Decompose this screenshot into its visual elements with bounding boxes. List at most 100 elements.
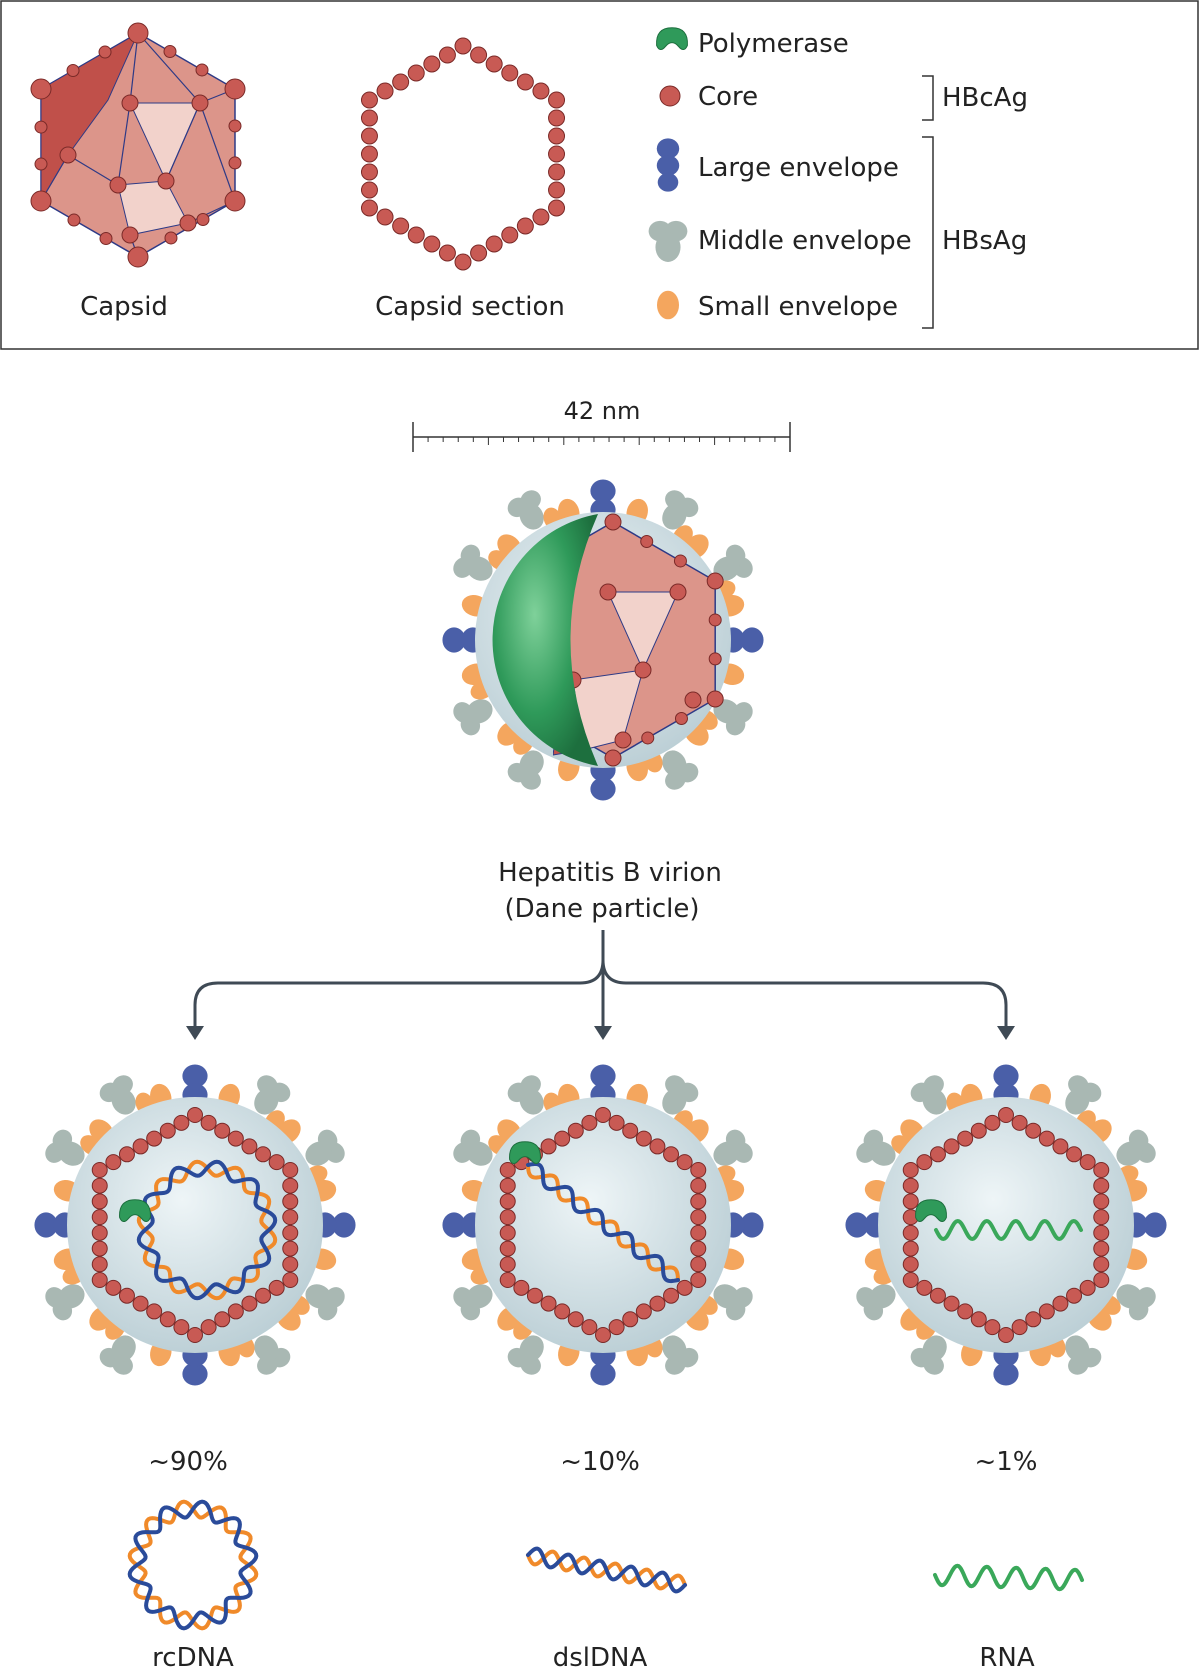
middle-envelope-protein — [254, 1335, 291, 1375]
middle-envelope-protein — [453, 1284, 493, 1321]
core-protein-bead — [902, 1193, 919, 1210]
middle-envelope-protein — [1116, 1284, 1156, 1321]
core-protein-bead — [132, 1138, 149, 1155]
middle-envelope-protein — [713, 1284, 753, 1321]
middle-envelope-protein — [1116, 1129, 1156, 1166]
genome-dsldna — [526, 1546, 687, 1594]
capsid-vertex-bead — [706, 572, 724, 590]
legend-label-large-envelope: Large envelope — [698, 153, 899, 183]
particle-rcdna — [34, 1064, 356, 1386]
core-protein-bead — [91, 1162, 108, 1178]
genome-label-rcdna: rcDNA — [152, 1643, 234, 1673]
core-protein-bead — [360, 109, 378, 127]
capsid-edge-bead — [674, 711, 688, 725]
core-protein-bead — [268, 1279, 285, 1296]
core-protein-bead — [622, 1311, 639, 1328]
core-protein-bead — [548, 145, 566, 163]
middle-envelope-protein — [856, 1284, 896, 1321]
core-protein-bead — [929, 1146, 946, 1163]
core-protein-bead — [454, 253, 472, 271]
core-protein-bead — [91, 1193, 108, 1210]
capsid-edge-bead — [98, 45, 112, 59]
core-protein-bead — [282, 1256, 299, 1273]
capsid-edge-bead — [640, 534, 654, 548]
core-protein-bead — [423, 235, 441, 253]
capsid-edge-bead — [34, 120, 48, 134]
core-protein-bead — [608, 1114, 625, 1131]
capsid-section-ring — [360, 37, 566, 271]
capsid-edge-bead — [34, 157, 48, 171]
dane-particle-illustration — [442, 479, 764, 801]
small-envelope-icon — [657, 290, 679, 320]
capsid-illustration — [30, 22, 246, 268]
capsid-vertex-bead — [127, 246, 149, 268]
core-protein-bead — [91, 1177, 108, 1194]
core-protein-bead — [1093, 1224, 1110, 1241]
core-protein-bead — [438, 46, 456, 64]
core-protein-bead — [548, 181, 566, 199]
core-protein-bead — [635, 1130, 652, 1147]
core-protein-bead — [1066, 1146, 1083, 1163]
core-protein-bead — [91, 1240, 108, 1257]
core-protein-bead — [513, 1279, 530, 1296]
core-protein-bead — [548, 109, 566, 127]
genome-rcdna — [127, 1499, 259, 1631]
capsid-vertex-bead — [179, 214, 197, 232]
percent-rna: ~1% — [974, 1447, 1037, 1477]
capsid-vertex-bead — [30, 78, 52, 100]
core-protein-bead — [554, 1130, 571, 1147]
core-protein-bead — [970, 1122, 987, 1139]
capsid-vertex-bead — [604, 749, 622, 767]
genome-rna — [933, 1563, 1084, 1592]
capsid-edge-bead — [66, 64, 80, 78]
core-protein-bead — [146, 1303, 163, 1320]
capsid-edge-bead — [99, 232, 113, 246]
core-protein-bead — [548, 91, 566, 109]
dna-strand-minus — [526, 1161, 680, 1284]
dsldna-genome — [526, 1161, 680, 1284]
core-protein-bead — [902, 1162, 919, 1178]
middle-envelope-protein — [1065, 1335, 1102, 1375]
core-protein-bead — [438, 244, 456, 262]
core-protein-bead — [1093, 1272, 1110, 1288]
middle-envelope-protein — [45, 1284, 85, 1321]
capsid-edge-bead — [708, 613, 722, 627]
large-envelope-icon — [656, 138, 680, 192]
core-protein-bead — [282, 1240, 299, 1257]
middle-envelope-protein — [507, 490, 544, 530]
capsid-section-illustration — [360, 37, 566, 271]
core-protein-bead — [1025, 1311, 1042, 1328]
core-protein-bead — [105, 1279, 122, 1296]
capsid-edge-bead — [164, 231, 178, 245]
core-protein-bead — [1079, 1154, 1096, 1171]
core-protein-bead — [241, 1295, 258, 1312]
middle-envelope-protein — [305, 1129, 345, 1166]
polymerase-protein — [509, 1141, 541, 1165]
hbsag-label: HBsAg — [942, 226, 1027, 256]
core-protein-bead — [499, 1240, 516, 1257]
core-protein-bead — [91, 1224, 108, 1241]
capsid-vertex-bead — [224, 78, 246, 100]
core-protein-bead — [485, 235, 503, 253]
core-protein-bead — [360, 163, 378, 181]
capsid-vertex-bead — [604, 513, 622, 531]
middle-envelope-protein — [856, 1129, 896, 1166]
capsid-edge — [117, 102, 131, 186]
core-protein-bead — [649, 1138, 666, 1155]
core-protein-bead — [532, 208, 550, 226]
capsid-vertex-bead — [121, 226, 139, 244]
middle-envelope-protein — [713, 1129, 753, 1166]
core-protein-bead — [1052, 1138, 1069, 1155]
core-protein-bead — [567, 1122, 584, 1139]
core-protein-bead — [676, 1154, 693, 1171]
capsid-vertex-bead — [30, 190, 52, 212]
legend-icons — [648, 27, 688, 320]
capsid-label: Capsid — [80, 292, 168, 322]
core-protein-bead — [916, 1154, 933, 1171]
genome-illustrations — [127, 1499, 1084, 1631]
branch-arrows — [186, 930, 1015, 1040]
core-protein-bead — [407, 226, 425, 244]
core-protein-bead — [690, 1193, 707, 1210]
core-protein-bead — [1025, 1122, 1042, 1139]
core-protein-bead — [499, 1209, 516, 1226]
